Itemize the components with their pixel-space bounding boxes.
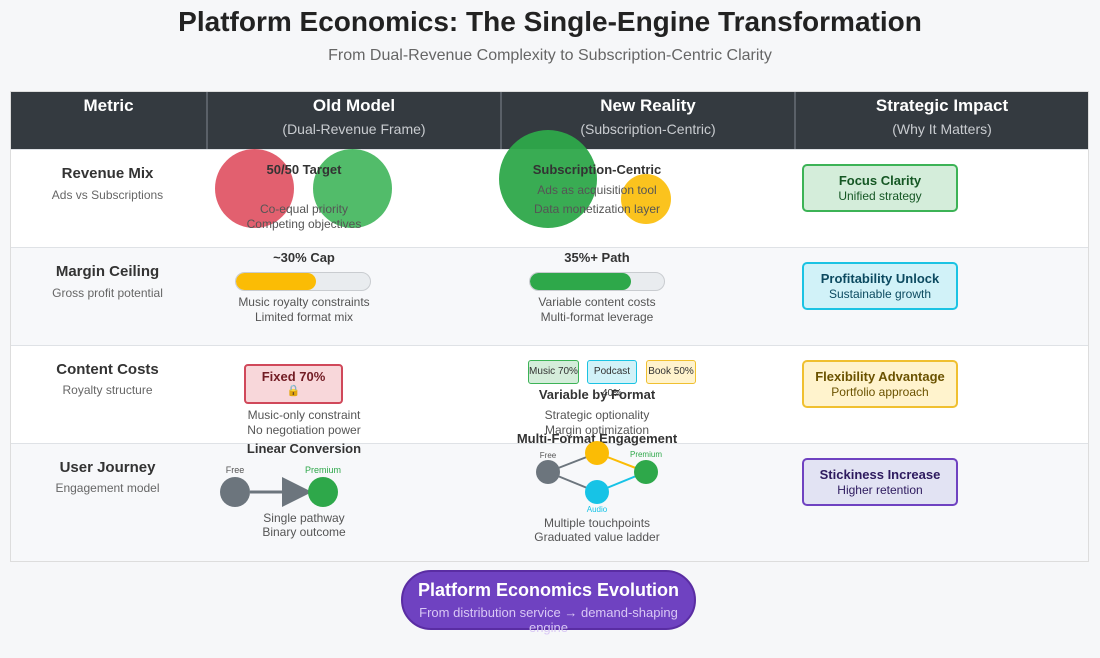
new-margin-line1: Variable content costs: [538, 295, 656, 309]
old-revenue-line2: Competing objectives: [246, 217, 362, 231]
old-journey-line1: Single pathway: [263, 511, 345, 525]
evolution-banner: Platform Economics Evolution From distri…: [401, 570, 696, 635]
linear-conversion-diagram: Free Premium: [220, 465, 341, 507]
subscription-dominant-circle: [499, 130, 597, 228]
old-journey-line2: Binary outcome: [262, 525, 346, 539]
metric-content-costs-sub: Royalty structure: [62, 383, 153, 397]
old-margin-bar: [235, 272, 371, 291]
old-free-label: Free: [226, 465, 245, 475]
impact-focus-clarity: Focus Clarity Unified strategy: [802, 164, 958, 212]
new-margin-bar: [529, 272, 665, 291]
metric-content-costs: Content Costs: [56, 361, 159, 378]
page-title: Platform Economics: The Single-Engine Tr…: [178, 6, 922, 37]
format-node: [585, 441, 609, 465]
new-costs-line1: Strategic optionality: [544, 408, 650, 422]
chip-podcast: Podcast 40%: [587, 360, 637, 399]
chip-music: Music 70%: [528, 360, 579, 384]
new-margin-bar-fill: [530, 273, 631, 290]
new-revenue-title: Subscription-Centric: [532, 162, 662, 177]
ads-minor-circle: [621, 174, 671, 224]
new-margin-title: 35%+ Path: [564, 250, 630, 265]
old-costs-line1: Music-only constraint: [247, 408, 361, 422]
metric-revenue-mix-sub: Ads vs Subscriptions: [51, 188, 164, 202]
new-costs-title: Variable by Format: [538, 387, 656, 402]
premium-node: [634, 460, 658, 484]
subscription-share-circle: [313, 149, 392, 228]
page-subtitle: From Dual-Revenue Complexity to Subscrip…: [328, 47, 772, 64]
table-row: [11, 345, 1088, 443]
metric-user-journey-sub: Engagement model: [55, 481, 160, 495]
new-audio-label: Audio: [587, 505, 608, 514]
header-new-reality: New Reality (Subscription-Centric): [500, 92, 794, 149]
old-revenue-line1: Co-equal priority: [259, 202, 349, 216]
new-premium-label: Premium: [630, 450, 662, 459]
header-strategic-impact: Strategic Impact (Why It Matters): [794, 92, 1088, 149]
new-journey-line2: Graduated value ladder: [534, 530, 660, 544]
metric-user-journey: User Journey: [59, 459, 156, 476]
metric-margin-ceiling: Margin Ceiling: [55, 263, 160, 280]
new-revenue-line1: Ads as acquisition tool: [537, 183, 657, 197]
old-premium-label: Premium: [305, 465, 341, 475]
header-old-model: Old Model (Dual-Revenue Frame): [206, 92, 500, 149]
new-free-label: Free: [540, 451, 557, 460]
free-node: [536, 460, 560, 484]
new-journey-title: Multi-Format Engagement: [516, 431, 678, 446]
old-margin-line2: Limited format mix: [254, 310, 354, 324]
old-costs-line2: No negotiation power: [247, 423, 361, 437]
lock-icon: 🔒: [286, 385, 301, 397]
old-revenue-title: 50/50 Target: [266, 162, 342, 177]
metric-margin-ceiling-sub: Gross profit potential: [52, 286, 163, 300]
new-journey-line1: Multiple touchpoints: [543, 516, 651, 530]
audio-node: [585, 480, 609, 504]
chip-book: Book 50%: [646, 360, 696, 384]
impact-stickiness-increase: Stickiness Increase Higher retention: [802, 458, 958, 506]
impact-profitability-unlock: Profitability Unlock Sustainable growth: [802, 262, 958, 310]
header-metric: Metric: [83, 96, 134, 115]
old-margin-title: ~30% Cap: [273, 250, 335, 265]
impact-flexibility-advantage: Flexibility Advantage Portfolio approach: [802, 360, 958, 408]
free-node: [220, 477, 250, 507]
fixed-cost-box: Fixed 70% 🔒: [244, 364, 343, 404]
new-revenue-line2: Data monetization layer: [533, 202, 661, 216]
premium-node: [308, 477, 338, 507]
metric-revenue-mix: Revenue Mix: [61, 165, 154, 182]
ads-share-circle: [215, 149, 294, 228]
old-margin-line1: Music royalty constraints: [238, 295, 370, 309]
new-costs-line2: Margin optimization: [544, 423, 650, 437]
new-margin-line2: Multi-format leverage: [540, 310, 654, 324]
multi-format-diagram: Free Premium Audio: [536, 441, 662, 514]
old-margin-bar-fill: [236, 273, 317, 290]
old-journey-title: Linear Conversion: [246, 441, 362, 456]
